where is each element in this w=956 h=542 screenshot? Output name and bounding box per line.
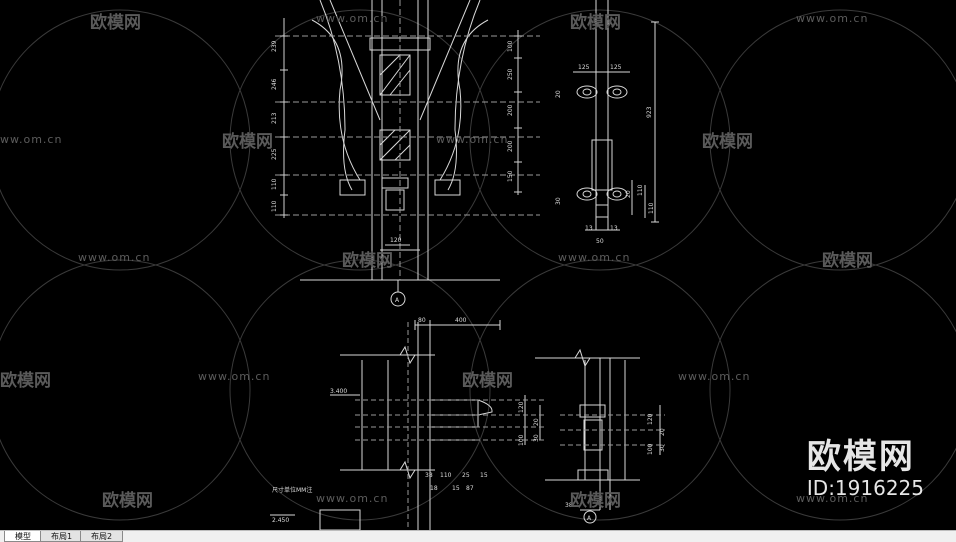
watermark-url: www.om.cn [316, 12, 389, 25]
tab-model[interactable]: 模型 [4, 531, 42, 542]
dim-right-bottom-1: 13 [585, 225, 593, 232]
dim-lower-top-1: 80 [418, 317, 426, 324]
dim-lower-top-2: 400 [455, 317, 467, 324]
watermark-url: www.om.cn [198, 370, 271, 383]
watermark-logo: 欧模网 [702, 132, 753, 152]
dim-right-top-2: 125 [610, 64, 622, 71]
dim-left-5: 110 [271, 178, 278, 190]
cad-drawing: 239 246 213 225 110 110 100 250 200 200 … [0, 0, 956, 530]
watermark-logo: 欧模网 [0, 371, 51, 391]
watermark-logo: 欧模网 [462, 371, 513, 391]
watermark-logo: 欧模网 [570, 13, 621, 33]
watermark-logo: 欧模网 [342, 251, 393, 271]
watermark-url: www.om.cn [796, 492, 869, 505]
dim-left-4: 225 [271, 148, 278, 160]
level-3400: 3.400 [330, 388, 347, 395]
dim-right-side-4: 110 [637, 184, 644, 196]
watermark-url: www.om.cn [0, 133, 63, 146]
dim-lower-side-2: 20 [533, 418, 540, 426]
dim-left-1: 239 [271, 40, 278, 52]
dim-right-total: 923 [646, 106, 653, 118]
dim-mid-1: 100 [507, 40, 514, 52]
dim-mid-3: 200 [507, 104, 514, 116]
dim-right-side-3: 20 [625, 190, 632, 198]
tab-layout-1[interactable]: 布局1 [40, 531, 84, 542]
dim-lower-bottom-2: 110 [440, 472, 452, 479]
dim-lower-bottom-7: 15 [480, 472, 488, 479]
dim-lower-bottom-1: 38 [425, 472, 433, 479]
cad-model-space[interactable]: 239 246 213 225 110 110 100 250 200 200 … [0, 0, 956, 530]
watermark-url: www.om.cn [678, 370, 751, 383]
dim-bottom-1: 120 [390, 237, 402, 244]
dim-right-side-5: 110 [648, 202, 655, 214]
dim-lower-side-3: 100 [518, 434, 525, 446]
section-mark-upper: A [395, 297, 400, 304]
dim-right-bottom-3: 50 [596, 238, 604, 245]
watermark-logo: 欧模网 [222, 132, 273, 152]
tab-layout-2[interactable]: 布局2 [80, 531, 124, 542]
watermark-logo: 欧模网 [102, 491, 153, 511]
dim-lower-bottom-3: 25 [462, 472, 470, 479]
dim-lower-side-4: 30 [533, 434, 540, 442]
dim-mid-4: 200 [507, 140, 514, 152]
dim-lr-1: 120 [647, 413, 654, 425]
dim-lr-bottom-1: 38 [565, 502, 573, 509]
watermark-logo: 欧模网 [822, 251, 873, 271]
layout-tab-bar: 模型 布局1 布局2 [0, 530, 956, 542]
dim-lower-side-1: 120 [518, 401, 525, 413]
dim-left-6: 110 [271, 200, 278, 212]
dim-right-side-2: 30 [555, 197, 562, 205]
level-2450: 2.450 [272, 517, 289, 524]
dim-right-bottom-2: 13 [610, 225, 618, 232]
watermark-url: www.om.cn [436, 133, 509, 146]
drawing-note: 尺寸单位MM注 [272, 486, 312, 494]
dim-right-side-1: 20 [555, 90, 562, 98]
dim-lower-bottom-6: 87 [466, 485, 474, 492]
dim-left-2: 246 [271, 78, 278, 90]
dim-lower-bottom-5: 15 [452, 485, 460, 492]
dim-mid-2: 250 [507, 68, 514, 80]
brand-name: 欧模网 [806, 437, 915, 477]
watermark-url: www.om.cn [78, 251, 151, 264]
watermark-logo: 欧模网 [570, 491, 621, 511]
brand-stamp: 欧模网 ID:1916225 [807, 438, 924, 500]
watermark-url: www.om.cn [558, 251, 631, 264]
dim-right-top-1: 125 [578, 64, 590, 71]
dim-lower-bottom-4: 18 [430, 485, 438, 492]
brand-id: ID:1916225 [806, 476, 924, 500]
watermark-logo: 欧模网 [90, 13, 141, 33]
dim-lr-4: 30 [659, 444, 666, 452]
watermark-url: www.om.cn [316, 492, 389, 505]
dim-mid-5: 150 [507, 170, 514, 182]
dim-lr-2: 20 [659, 428, 666, 436]
watermark-url: www.om.cn [796, 12, 869, 25]
section-mark-lower: A [587, 515, 592, 522]
dim-left-3: 213 [271, 112, 278, 124]
dim-lr-3: 100 [647, 443, 654, 455]
